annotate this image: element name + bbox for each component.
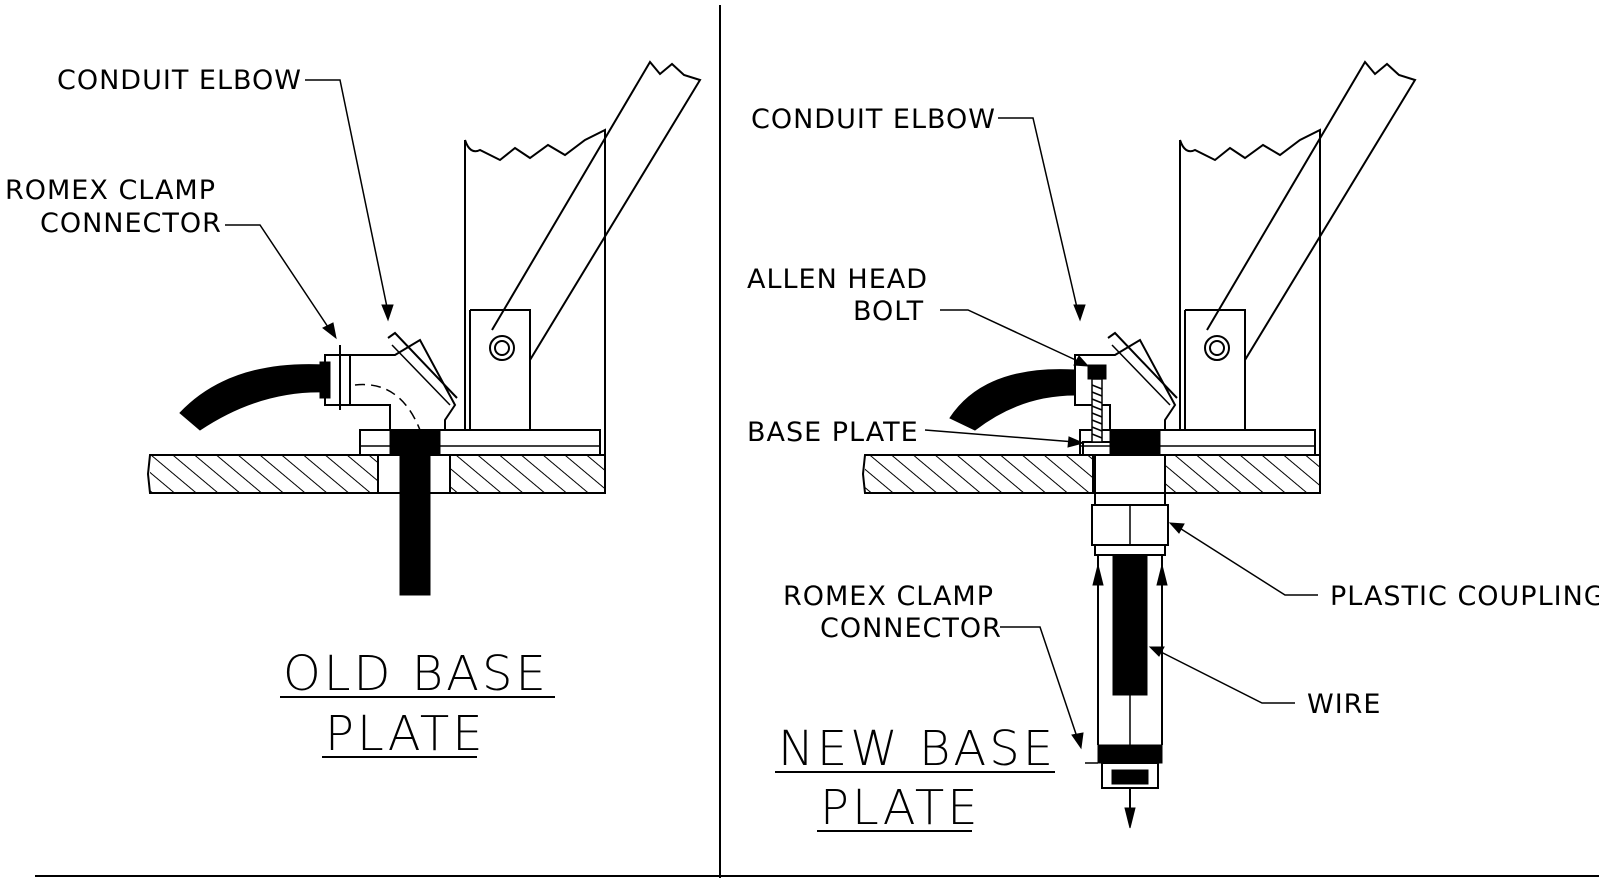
new-wire-leader — [1156, 649, 1295, 704]
new-conduit-elbow — [1074, 331, 1178, 456]
old-floor-slab — [146, 454, 606, 494]
new-diagonal-brace — [1206, 60, 1417, 361]
new-title-line2: PLATE — [820, 780, 981, 836]
old-flex-cable — [179, 364, 326, 431]
old-diagonal-brace — [491, 60, 702, 361]
old-base-plate — [359, 429, 601, 456]
new-romex-bottom-leader — [1000, 626, 1079, 741]
old-wire-conduit — [399, 454, 431, 596]
new-flex-cable — [949, 369, 1076, 431]
old-romex-label-line2: CONNECTOR — [40, 208, 222, 239]
new-allen-label-line2: BOLT — [853, 296, 924, 327]
new-allen-label-line1: ALLEN HEAD — [747, 264, 928, 295]
old-title-line2: PLATE — [325, 706, 486, 762]
new-title-line1: NEW BASE — [778, 721, 1056, 777]
new-allen-leader — [940, 309, 1081, 363]
new-wire-label: WIRE — [1307, 689, 1381, 720]
new-conduit-elbow-label: CONDUIT ELBOW — [751, 104, 996, 135]
new-base-plate-panel: CONDUIT ELBOW ALLEN HEAD BOLT BASE PLATE… — [747, 60, 1599, 836]
new-base-plate-leader — [924, 429, 1076, 443]
old-post — [464, 128, 606, 455]
new-romex-label-line1: ROMEX CLAMP — [783, 581, 994, 612]
new-romex-clamp-bottom — [1085, 744, 1163, 829]
new-conduit-elbow-leader — [998, 117, 1079, 313]
old-romex-label-line1: ROMEX CLAMP — [5, 175, 216, 206]
old-romex-leader — [225, 224, 331, 331]
new-plastic-coupling-leader — [1177, 526, 1318, 596]
old-title-line1: OLD BASE — [283, 646, 549, 702]
old-conduit-elbow-label: CONDUIT ELBOW — [57, 65, 302, 96]
new-plastic-coupling — [1091, 455, 1169, 556]
new-floor-slab — [861, 454, 1321, 494]
old-conduit-elbow-leader — [305, 79, 389, 313]
new-post — [1179, 128, 1321, 455]
new-wire — [1112, 554, 1148, 696]
old-conduit-elbow — [349, 331, 458, 456]
new-plastic-coupling-label: PLASTIC COUPLING — [1330, 581, 1599, 612]
new-allen-head-bolt — [1087, 364, 1107, 443]
new-base-plate-label: BASE PLATE — [747, 417, 919, 448]
old-base-plate-panel: CONDUIT ELBOW ROMEX CLAMP CONNECTOR OLD … — [5, 60, 702, 762]
new-romex-label-line2: CONNECTOR — [820, 613, 1002, 644]
